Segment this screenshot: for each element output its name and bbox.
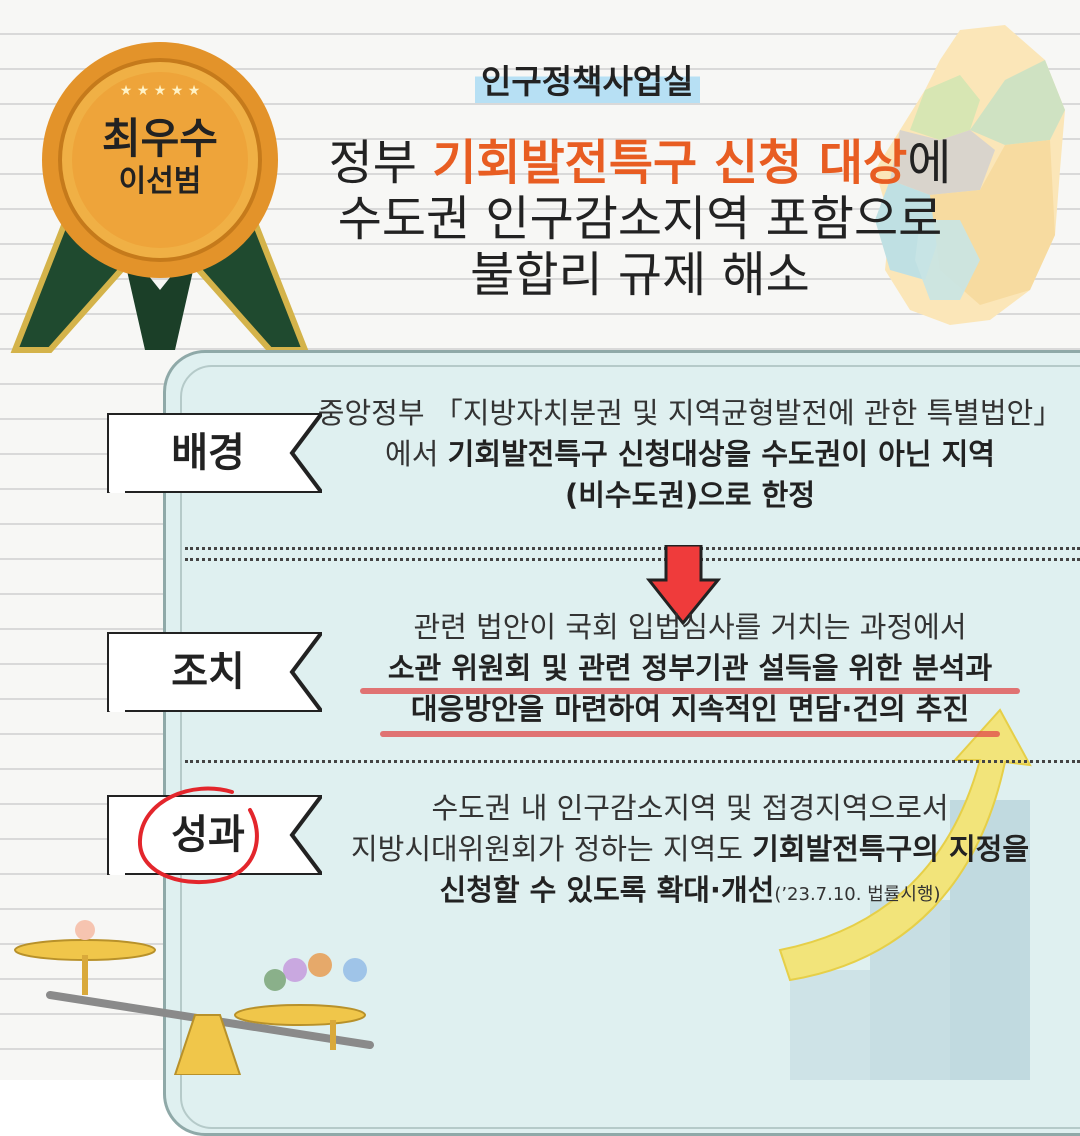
law-effective-date: (’23.7.10. 법률시행) — [774, 884, 941, 905]
medal-title: 최우수 — [102, 114, 218, 163]
tag-action: 조치 — [171, 649, 245, 695]
section-tag-background — [107, 632, 322, 712]
headline-pre: 정부 — [328, 135, 433, 191]
section-tag-background — [107, 795, 322, 875]
tag-result: 성과 — [171, 812, 245, 858]
department-label: 인구정책사업실 — [475, 55, 700, 103]
headline-highlight: 기회발전특구 신청 대상 — [432, 135, 908, 191]
growth-arrow-icon — [778, 708, 1032, 1080]
section-action-text: 관련 법안이 국회 입법심사를 거치는 과정에서 소관 위원회 및 관련 정부기… — [387, 610, 993, 726]
medal-name: 이선범 — [118, 164, 202, 199]
headline: 정부 기회발전특구 신청 대상에 수도권 인구감소지역 포함으로 불합리 규제 … — [270, 135, 1010, 303]
highlight-underline — [380, 731, 1000, 737]
headline-line3: 불합리 규제 해소 — [470, 247, 810, 303]
headline-post: 에 — [907, 135, 952, 191]
dotted-divider — [185, 547, 1080, 561]
korea-map-icon — [875, 25, 1065, 325]
svg-text:★ ★ ★ ★ ★: ★ ★ ★ ★ ★ — [120, 83, 201, 99]
section-result-text: 수도권 내 인구감소지역 및 접경지역으로서 지방시대위원회가 정하는 지역도 … — [350, 791, 1030, 907]
down-arrow-icon — [646, 545, 721, 625]
gold-medal-icon: ★ ★ ★ ★ ★ — [10, 42, 310, 353]
dotted-divider — [185, 760, 1080, 763]
seesaw-illustration — [14, 920, 374, 1075]
headline-line2: 수도권 인구감소지역 포함으로 — [337, 191, 943, 247]
medal-label: 최우수 이선범 — [60, 115, 260, 201]
highlight-underline — [360, 688, 1020, 694]
section-background-text: 중앙정부 「지방자치분권 및 지역균형발전에 관한 특별법안」 에서 기회발전특… — [317, 396, 1063, 512]
tag-background: 배경 — [171, 430, 245, 476]
red-circle-mark — [137, 786, 259, 885]
section-tag-background — [107, 413, 322, 493]
